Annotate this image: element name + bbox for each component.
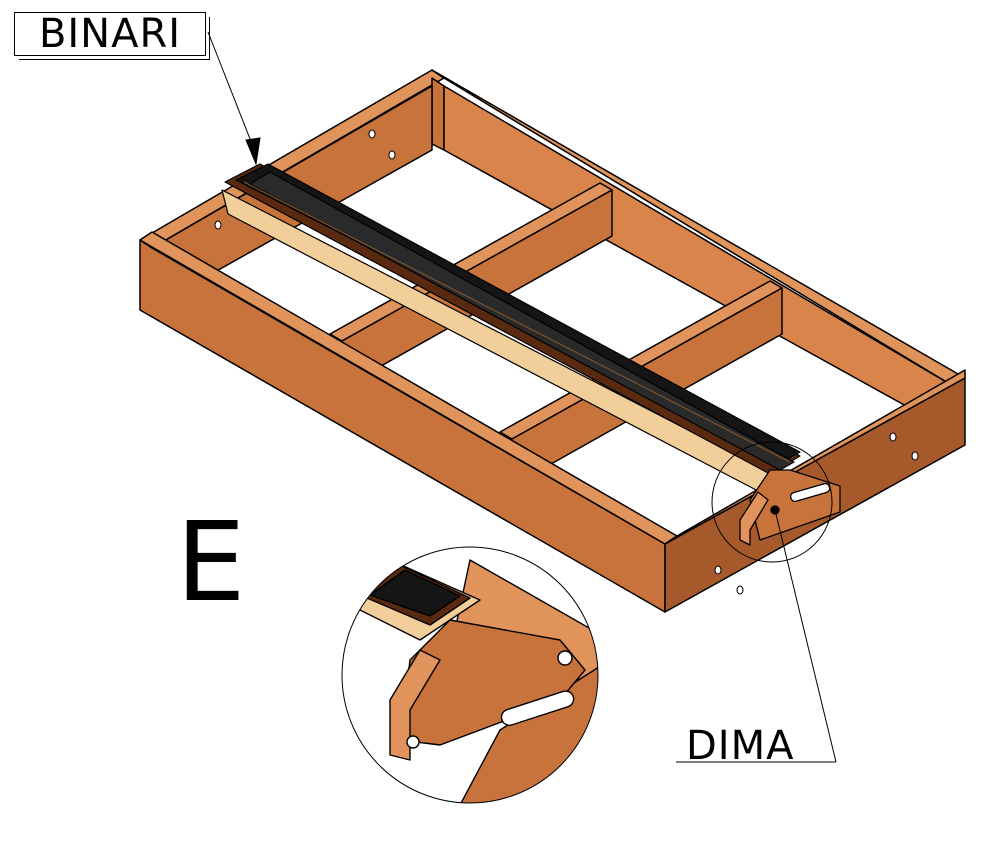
detail-view-border	[341, 546, 599, 804]
jig-label: DIMA	[686, 723, 795, 769]
front-short-top	[664, 369, 966, 545]
detail-view	[341, 546, 599, 804]
screw-holes	[214, 129, 919, 595]
rail-assembly	[221, 163, 801, 493]
detail-callout-circle	[711, 441, 833, 563]
jig-edge	[739, 491, 769, 546]
back-left-inner-face	[431, 77, 445, 151]
leader-lines	[207, 31, 837, 763]
rail-track-2	[249, 171, 795, 471]
dima-jig	[739, 469, 841, 546]
divider-1-top	[329, 182, 613, 342]
rails-label: BINARI	[14, 12, 210, 60]
view-label: E	[176, 498, 246, 626]
binari-arrowhead	[245, 137, 261, 166]
